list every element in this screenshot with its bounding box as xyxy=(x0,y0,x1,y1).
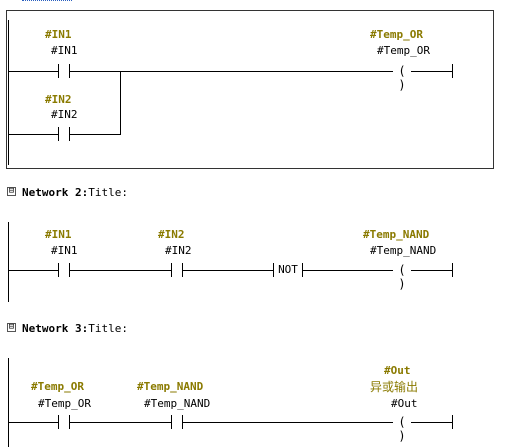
coil-var-temp-nand: #Temp_NAND xyxy=(370,244,437,257)
coil-var-temp-or: #Temp_OR xyxy=(377,44,430,57)
wire xyxy=(411,270,452,271)
rung-end xyxy=(452,64,453,78)
wire xyxy=(8,71,58,72)
contact-var-in2: #IN2 xyxy=(51,108,78,121)
contact-symbol-in1: #IN1 xyxy=(45,28,72,41)
coil-symbol-temp-nand: #Temp_NAND xyxy=(363,228,430,241)
rung-end xyxy=(452,415,453,429)
coil-temp-or[interactable]: ( ) xyxy=(398,64,406,92)
network-label: Network 2 xyxy=(22,186,82,199)
coil-temp-nand[interactable]: ( ) xyxy=(398,263,406,291)
wire xyxy=(183,270,273,271)
network-3-header[interactable]: Network 3:Title: xyxy=(22,322,128,335)
network-title: Title: xyxy=(88,186,128,199)
coil-comment: 异或输出 xyxy=(370,380,419,394)
collapse-network-3-icon[interactable]: ⊟ xyxy=(7,322,16,332)
contact-temp-or[interactable] xyxy=(58,415,70,429)
contact-in1[interactable] xyxy=(58,64,70,78)
contact-var-temp-or: #Temp_OR xyxy=(38,397,91,410)
contact-var-in2: #IN2 xyxy=(165,244,192,257)
power-rail xyxy=(8,222,9,302)
wire xyxy=(70,134,120,135)
contact-symbol-in2: #IN2 xyxy=(158,228,185,241)
contact-var-in1: #IN1 xyxy=(51,244,78,257)
network-sep: : xyxy=(81,186,89,199)
contact-symbol-temp-or: #Temp_OR xyxy=(31,380,84,393)
wire xyxy=(8,422,58,423)
contact-in1[interactable] xyxy=(58,263,70,277)
wire xyxy=(183,422,393,423)
coil-out[interactable]: ( ) xyxy=(398,415,406,443)
contact-in2[interactable] xyxy=(58,127,70,141)
wire xyxy=(70,270,171,271)
coil-var-out: #Out xyxy=(391,397,418,410)
rung-end xyxy=(452,263,453,277)
contact-symbol-in1: #IN1 xyxy=(45,228,72,241)
wire xyxy=(411,422,452,423)
branch-join xyxy=(120,71,121,135)
wire xyxy=(411,71,452,72)
contact-symbol-temp-nand: #Temp_NAND xyxy=(137,380,204,393)
not-contact[interactable]: NOT xyxy=(273,263,303,277)
coil-symbol-temp-or: #Temp_OR xyxy=(370,28,423,41)
network-2-header[interactable]: Network 2:Title: xyxy=(22,186,128,199)
contact-var-in1: #IN1 xyxy=(51,44,78,57)
power-rail xyxy=(8,20,9,165)
network-label: Network 3 xyxy=(22,322,82,335)
collapse-network-2-icon[interactable]: ⊟ xyxy=(7,186,16,196)
contact-temp-nand[interactable] xyxy=(171,415,183,429)
coil-symbol-out: #Out xyxy=(384,364,411,377)
power-rail xyxy=(8,358,9,447)
contact-symbol-in2: #IN2 xyxy=(45,93,72,106)
network-1-frame[interactable] xyxy=(6,10,494,169)
network-sep: : xyxy=(81,322,89,335)
network-title: Title: xyxy=(88,322,128,335)
top-dotted-separator xyxy=(22,0,72,1)
wire xyxy=(70,71,393,72)
contact-in2[interactable] xyxy=(171,263,183,277)
wire xyxy=(70,422,171,423)
contact-var-temp-nand: #Temp_NAND xyxy=(144,397,211,410)
wire xyxy=(303,270,393,271)
wire xyxy=(8,134,58,135)
wire xyxy=(8,270,58,271)
